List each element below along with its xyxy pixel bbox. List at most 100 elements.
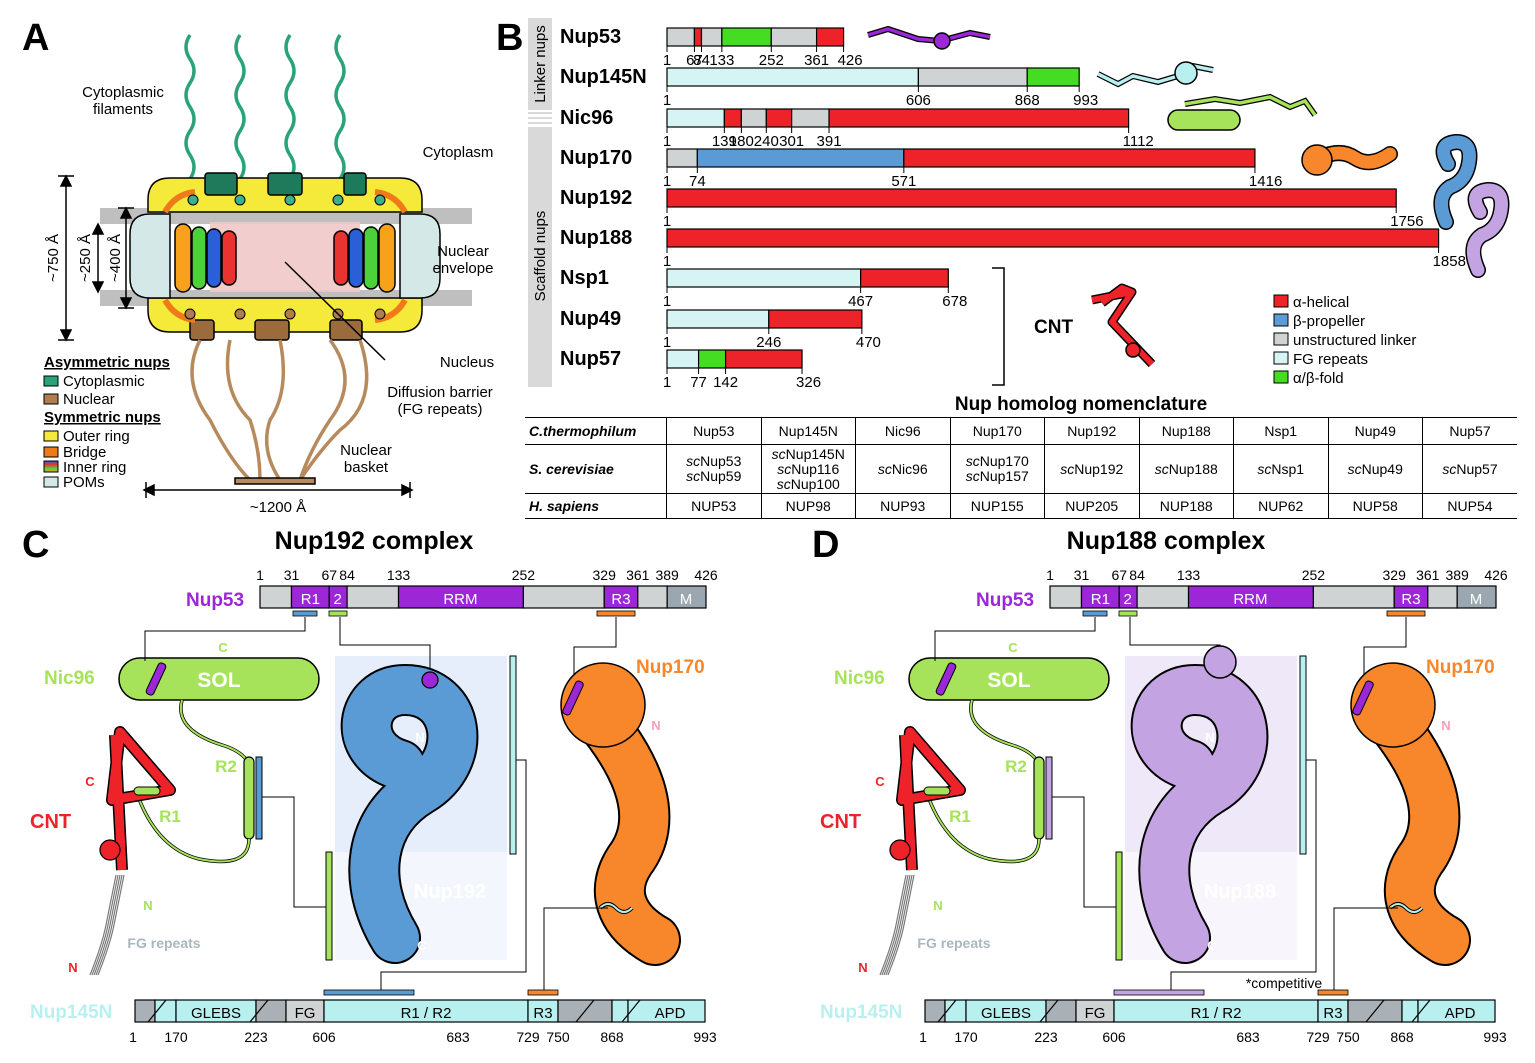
protein-name-nup145n: Nup145N (560, 66, 647, 88)
fg-repeat-strand (89, 874, 117, 976)
nup53-domain (522, 585, 605, 609)
cytoplasm-label: Cytoplasm (423, 144, 494, 161)
tick-label: 1416 (1249, 173, 1282, 190)
scaffold-c-terminus: C (417, 938, 427, 953)
binding-mark (596, 610, 636, 617)
nup53-r1-motif (145, 662, 167, 696)
tick-label: 74 (689, 173, 706, 190)
fg-repeat-strand (883, 874, 911, 976)
nup53-label: Nup53 (186, 590, 244, 611)
species-cell: H. sapiens (525, 493, 667, 519)
scaffold-nups-label: Scaffold nups (532, 211, 549, 302)
nup53-tick: 31 (1074, 567, 1090, 583)
cnt-c-terminus: C (875, 774, 885, 789)
scaffold-group-bar (528, 127, 552, 387)
nup145n-break (1411, 999, 1431, 1023)
homolog-cell: NUP58 (1327, 493, 1423, 519)
domain-segment (666, 148, 698, 168)
nup145n-break (249, 999, 269, 1023)
domain-segment (700, 27, 723, 47)
domain-segment (723, 108, 742, 128)
nup170-c-terminus: C (660, 934, 670, 949)
tick-label: 84 (693, 52, 710, 69)
nup53-tick: 133 (387, 567, 411, 583)
connector-line (934, 617, 1096, 661)
nup53-domain-label: R3 (611, 591, 630, 608)
domain-segment (696, 148, 905, 168)
nup145n-tick: 993 (693, 1029, 717, 1045)
nup53-tick: 426 (1484, 567, 1508, 583)
dim-750-label: ~750 Å (45, 234, 62, 282)
nup170-label: Nup170 (636, 657, 705, 678)
r2-label: R2 (215, 757, 237, 776)
nic96-c-terminus: C (218, 640, 228, 655)
domain-segment (666, 108, 725, 128)
side-bar-fg (1299, 655, 1307, 855)
species-cell: S. cerevisiae (525, 444, 667, 494)
homolog-table-title: Nup homolog nomenclature (954, 394, 1208, 415)
connector-line (1333, 907, 1398, 990)
nup53-tick: 1 (256, 567, 264, 583)
nup145n-segment (1045, 999, 1077, 1023)
fg-repeats-label: FG repeats (917, 935, 990, 951)
nuclear-pore-schematic (100, 34, 472, 485)
side-bar-r2 (255, 756, 263, 840)
homolog-cell: Nup170 (949, 417, 1045, 445)
nic96-linker (928, 798, 1040, 863)
nup145n-tick: 729 (516, 1029, 540, 1045)
cnt-knob (99, 839, 121, 861)
nup53-domain (1049, 585, 1083, 609)
nup53-domain-label: R1 (1091, 591, 1110, 608)
nup145n-tick: 993 (1483, 1029, 1507, 1045)
cytoplasmic-filaments-label-1: Cytoplasmic (82, 84, 164, 101)
nup145n-break (621, 999, 641, 1023)
protein-name-nup57: Nup57 (560, 348, 621, 370)
homolog-cell: scNsp1 (1233, 444, 1328, 494)
scaffold-bump (1203, 645, 1237, 679)
side-bar-fg (509, 655, 517, 855)
protein-name-nup188: Nup188 (560, 227, 632, 249)
nup145n-tick: 1 (129, 1029, 137, 1045)
nup53-tick: 329 (593, 567, 617, 583)
panel-d-title: Nup188 complex (1067, 527, 1266, 555)
binding-mark (1082, 610, 1108, 617)
nup145n-segment (255, 999, 287, 1023)
tick-label: 1 (663, 92, 671, 109)
nup145n-segment (944, 999, 967, 1023)
panel-a-legend: Asymmetric nups Cytoplasmic Nuclear Symm… (43, 354, 170, 491)
nup145n-segment (627, 999, 706, 1023)
inner-ring (174, 223, 396, 293)
diffusion-barrier-label-2: (FG repeats) (397, 401, 482, 418)
nup53-domain-label: M (680, 591, 693, 608)
tick-label: 1756 (1390, 213, 1423, 230)
cnt-knob (889, 839, 911, 861)
cnt-n-terminus: N (68, 960, 77, 975)
homolog-cell: NUP98 (760, 493, 856, 519)
fg-repeat-strand (881, 874, 909, 976)
panel-b-legend: α-helical β-propeller unstructured linke… (1273, 294, 1416, 387)
nup170-c-terminus: C (1450, 934, 1460, 949)
nuclear-envelope-label-2: envelope (433, 260, 494, 277)
nic96-linker (179, 699, 254, 796)
nup145n-break (1039, 999, 1059, 1023)
connector-line (543, 907, 608, 990)
side-bar-r1 (325, 851, 333, 961)
homolog-cell: scNup188 (1138, 444, 1234, 494)
domain-segment (666, 309, 770, 329)
domain-segment (815, 27, 845, 47)
connector-line (1170, 759, 1317, 990)
legend-nuclear: Nuclear (63, 391, 115, 408)
nup145n-tick: 750 (1336, 1029, 1360, 1045)
nup170-n-terminus: N (651, 718, 660, 733)
nup145n-break (937, 999, 957, 1023)
nuclear-envelope-label-1: Nuclear (437, 243, 489, 260)
cnt-label: CNT (820, 811, 861, 833)
nup53-tick: 31 (284, 567, 300, 583)
fg-repeat-strand (97, 874, 125, 976)
nup145n-tick: 170 (954, 1029, 978, 1045)
homolog-cell: NUP205 (1044, 493, 1139, 519)
nup53-domain-label: RRM (443, 591, 477, 608)
